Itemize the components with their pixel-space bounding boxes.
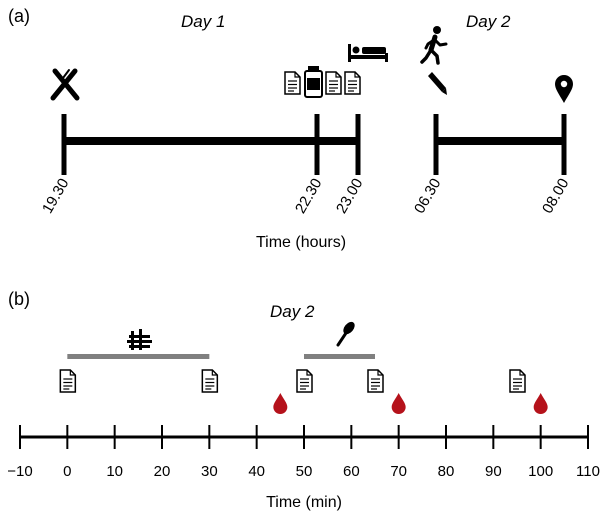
axis-tick-label: 40 [248,463,265,480]
spoon-meal-bar [304,354,375,359]
time-label-0630: 06.30 [411,176,444,217]
panel-b: (b) Day 2 −10 0 10 20 30 40 50 60 70 80 90 100 110 T… [7,289,600,511]
panel-b-label: (b) [8,289,30,309]
panel-a: (a) Day 1 Day 2 19.30 22.30 23.00 06.30 … [8,6,573,251]
axis-tick-label: 60 [343,463,360,480]
day1-timeline [61,114,361,175]
blood-drop-icon [533,393,548,414]
axis-tick-label: 0 [63,463,71,480]
walking-person-icon [420,26,448,65]
panel-b-axis-label: Time (min) [266,494,342,511]
axis-tick-label: −10 [7,463,32,480]
axis-tick-label: 20 [154,463,171,480]
day2-timeline [433,114,567,175]
time-label-1930: 19.30 [39,176,72,217]
day1-label: Day 1 [181,12,225,31]
pill-bottle-icon [304,66,323,98]
axis-tick-label: 10 [106,463,123,480]
activity-bars [67,354,375,359]
time-label-0800: 08.00 [539,176,572,217]
questionnaire-markers [59,369,526,393]
time-axis-ticks: −10 0 10 20 30 40 50 60 70 80 90 100 110 [7,425,600,480]
blood-drop-icon [391,393,406,414]
time-label-2300: 23.00 [333,176,366,217]
pencil-icon [428,72,447,95]
location-pin-icon [555,75,573,103]
axis-tick-label: 100 [528,463,553,480]
axis-tick-label: 110 [576,463,600,480]
axis-tick-label: 50 [296,463,313,480]
panel-b-day-label: Day 2 [270,302,315,321]
questionnaire-doc-icon [367,369,384,393]
questionnaire-doc-icon [59,369,77,393]
food-intake-bar [67,354,210,359]
day2-label: Day 2 [466,12,511,31]
questionnaire-doc-icon [296,369,313,393]
blood-drop-icon [273,393,288,414]
axis-tick-label: 30 [201,463,218,480]
axis-tick-label: 90 [485,463,502,480]
blood-sample-markers [273,393,548,414]
axis-tick-label: 70 [390,463,407,480]
panel-a-label: (a) [8,6,30,26]
time-label-2230: 22.30 [292,176,325,217]
bed-icon [348,44,388,62]
spoon-icon [336,321,355,347]
questionnaire-doc-icon [509,369,526,393]
questionnaire-doc-icon [201,369,219,393]
food-stack-icon [127,329,152,350]
cutlery-icon [50,68,80,101]
panel-a-axis-label: Time (hours) [256,234,346,251]
axis-tick-label: 80 [438,463,455,480]
